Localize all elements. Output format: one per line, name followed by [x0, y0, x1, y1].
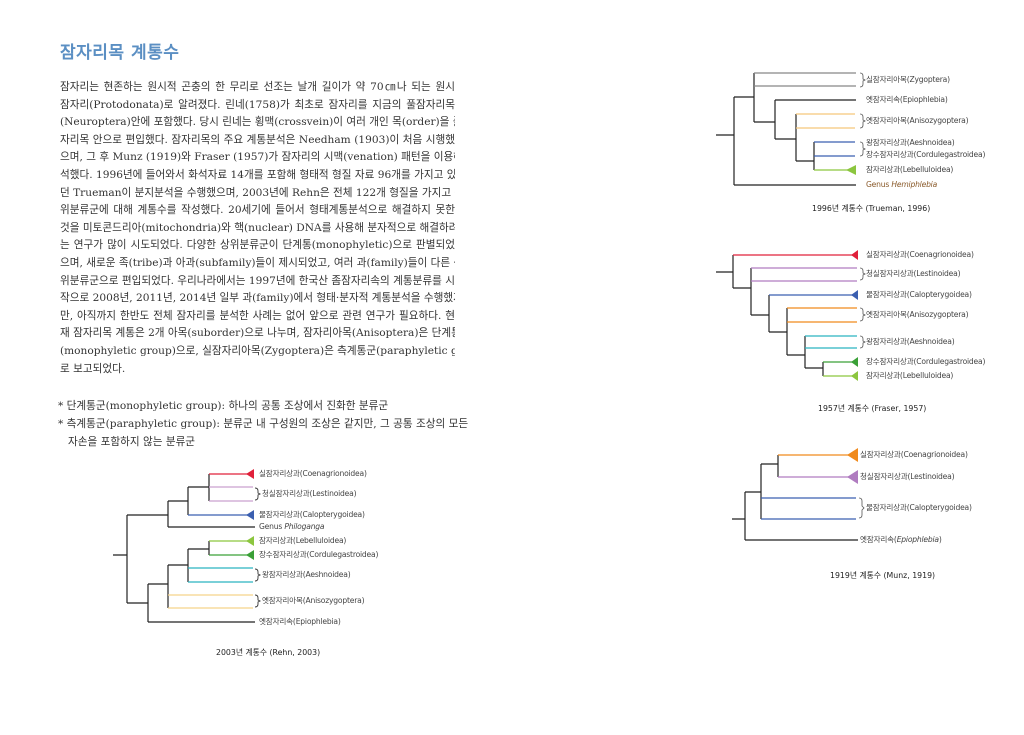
body-line: 던 Trueman이 분지분석을 수행했으며, 2003년에 Rehn은 전체 …: [60, 186, 455, 199]
footnote-monophyletic: * 단계통군(monophyletic group): 하나의 공통 조상에서 …: [58, 400, 389, 412]
body-line: 로 보고되었다.: [60, 362, 126, 375]
triangle-marker: [846, 165, 856, 175]
bracket-icons: [859, 267, 866, 349]
branch-lestinoidea: [751, 267, 857, 282]
taxon-label-epiophlebia: 옛잠자리속(Epiophlebia): [860, 534, 942, 546]
taxon-label: 실잠자리상과(Coenagrionoidea): [259, 469, 367, 478]
taxon-label: 장수잠자리상과(Cordulegastroidea): [259, 550, 379, 559]
body-line: (monophyletic group)으로, 실잠자리아목(Zygoptera…: [60, 344, 455, 357]
taxon-label: 잠자리상과(Lebelluloidea): [866, 165, 954, 174]
triangle-marker: [847, 448, 858, 462]
tree-caption: 1996년 계통수 (Trueman, 1996): [812, 204, 931, 213]
body-line: 재 잠자리목 계통은 2개 아목(suborder)으로 나누며, 잠자리아목(…: [60, 327, 455, 340]
body-line: 는 연구가 많이 시도되었다. 다양한 상위분류군이 단계통(monophyle…: [60, 239, 455, 252]
body-line: 위분류군에 대해 계통수를 작성했다. 20세기에 들어서 형태계통분석으로 해…: [60, 204, 455, 217]
body-line: 석했다. 1996년에 들어와서 화석자료 14개를 포함해 형태적 형질 자료…: [60, 168, 455, 181]
taxon-label: 옛잠자리속(Epiophlebia): [259, 617, 341, 626]
taxon-label-genus: Genus Philoganga: [259, 521, 325, 533]
branch-anisozygoptera: [168, 594, 253, 609]
taxon-label: 장수잠자리상과(Cordulegastroidea): [866, 150, 986, 159]
body-line: 위분류군으로 편입되었다. 우리나라에서는 1997년에 한국산 좀잠자리속의 …: [60, 274, 455, 287]
tree-trueman-branches: [716, 73, 856, 186]
triangle-marker: [847, 470, 858, 484]
tree-trueman-zygoptera: [754, 72, 856, 87]
triangle-marker: [851, 357, 858, 367]
body-paragraph: 잠자리는 현존하는 원시적 곤충의 한 무리로 선조는 날개 길이가 약 70㎝…: [60, 79, 455, 378]
triangle-marker: [851, 250, 858, 260]
taxon-label: 물잠자리상과(Calopterygoidea): [866, 290, 972, 299]
genus-name: Epiophlebia: [896, 535, 939, 544]
taxon-label-genus: Genus Hemiphlebia: [866, 179, 937, 191]
body-line: 잠자리(Protodonata)로 알려졌다. 린네(1758)가 최초로 잠자…: [60, 98, 455, 111]
triangle-marker: [246, 469, 254, 479]
branch-aeshnoidea: [805, 335, 857, 349]
genus-name: Philoganga: [284, 522, 325, 531]
footnote-paraphyletic-cont: 자손을 포함하지 않는 분류군: [68, 436, 196, 448]
tree-rehn-branches: [113, 474, 255, 623]
body-line: 잠자리는 현존하는 원시적 곤충의 한 무리로 선조는 날개 길이가 약 70㎝…: [60, 81, 455, 93]
body-line: (Neuroptera)안에 포함했다. 당시 린네는 횡맥(crossvein…: [60, 116, 455, 129]
body-line: 작으로 2008년, 2011년, 2014년 일부 과(family)에서 형…: [60, 292, 455, 305]
body-line: 으며, 그 후 Munz (1919)와 Fraser (1957)가 잠자리의…: [60, 151, 455, 164]
tree-fraser-branches: [716, 255, 824, 376]
page-title: 잠자리목 계통수: [60, 43, 180, 63]
body-line: 자리목 안으로 편입했다. 잠자리목의 주요 계통분석은 Needham (19…: [60, 133, 455, 146]
bracket-icons: [859, 72, 866, 157]
bracket-icon: [858, 497, 865, 519]
taxon-label: 옛잠자리속(Epiophlebia): [866, 95, 948, 104]
triangle-marker: [851, 371, 858, 381]
taxon-label: 실잠자리상과(Coenagrionoidea): [866, 250, 974, 259]
label-prefix: 옛잠자리속(: [860, 535, 897, 544]
tree-caption: 1919년 계통수 (Munz, 1919): [830, 571, 936, 580]
taxon-label: 물잠자리상과(Calopterygoidea): [259, 510, 365, 519]
genus-prefix: Genus: [259, 522, 283, 531]
taxon-label: 왕잠자리상과(Aeshnoidea): [866, 138, 955, 147]
taxon-label: 옛잠자리아목(Anisozygoptera): [866, 116, 969, 125]
branch-anisozygoptera: [787, 307, 857, 323]
triangle-marker: [246, 536, 254, 546]
body-line: 만, 아직까지 한반도 전체 잠자리를 분석한 사례는 없어 앞으로 관련 연구…: [60, 309, 455, 322]
taxon-label: 왕잠자리상과(Aeshnoidea): [866, 337, 955, 346]
tree-munz-branches: [732, 455, 858, 541]
taxon-label: 실잠자리아목(Zygoptera): [866, 75, 950, 84]
branch-aeshnoidea-cordulegastroidea: [814, 141, 855, 157]
taxon-label: 장수잠자리상과(Cordulegastroidea): [866, 357, 986, 366]
triangle-marker: [246, 550, 254, 560]
bracket-icons: [254, 487, 262, 608]
tree-caption: 1957년 계통수 (Fraser, 1957): [818, 404, 927, 413]
branch-aeshnoidea: [188, 567, 253, 583]
triangle-marker: [851, 290, 858, 300]
taxon-label: 청실잠자리상과(Lestinoidea): [866, 269, 961, 278]
genus-name: Hemiphlebia: [891, 180, 938, 189]
taxon-label: 물잠자리상과(Calopterygoidea): [866, 503, 972, 512]
body-line: 것을 미토콘드리아(mitochondria)와 핵(nuclear) DNA를…: [60, 221, 455, 234]
taxon-label: 청실잠자리상과(Lestinoidea): [262, 489, 357, 498]
genus-prefix: Genus: [866, 180, 890, 189]
label-suffix: ): [938, 535, 942, 544]
taxon-label: 옛잠자리아목(Anisozygoptera): [262, 596, 365, 605]
triangle-marker: [246, 510, 254, 520]
body-line: 으며, 새로운 족(tribe)과 아과(subfamily)들이 제시되었고,…: [60, 256, 455, 269]
taxon-label: 잠자리상과(Lebelluloidea): [866, 371, 954, 380]
taxon-label: 왕잠자리상과(Aeshnoidea): [262, 570, 351, 579]
branch-calopterygoidea: [761, 497, 856, 520]
taxon-label: 실잠자리상과(Coenagrionoidea): [860, 450, 968, 459]
tree-caption: 2003년 계통수 (Rehn, 2003): [216, 648, 321, 657]
taxon-label: 청실잠자리상과(Lestinoidea): [860, 472, 955, 481]
footnote-paraphyletic: * 측계통군(paraphyletic group): 분류군 내 구성원의 조…: [58, 418, 469, 430]
footnotes: * 단계통군(monophyletic group): 하나의 공통 조상에서 …: [58, 397, 469, 451]
taxon-label: 옛잠자리아목(Anisozygoptera): [866, 310, 969, 319]
taxon-label: 잠자리상과(Lebelluloidea): [259, 536, 347, 545]
branch-anisozygoptera: [796, 113, 855, 129]
branch-lestinoidea: [209, 486, 253, 502]
